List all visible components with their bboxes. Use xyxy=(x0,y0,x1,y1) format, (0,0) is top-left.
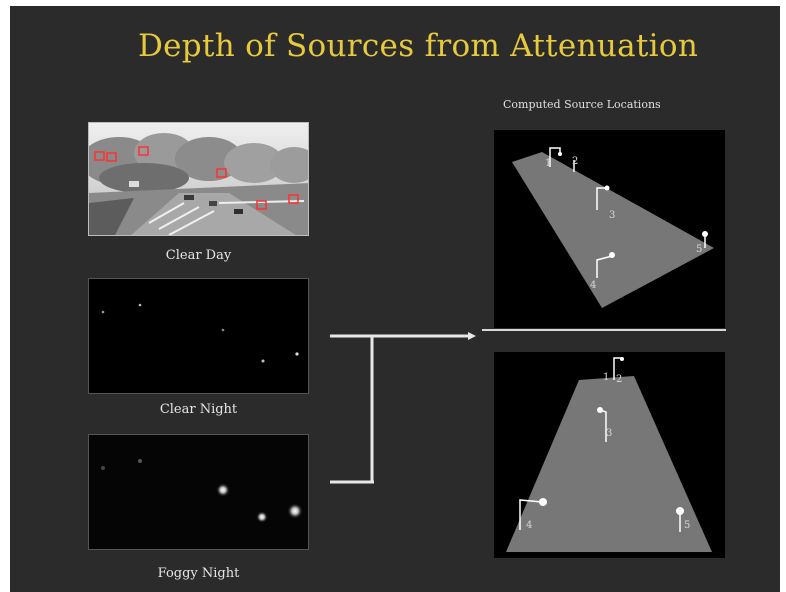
top-marker-1: 1 xyxy=(545,158,551,169)
clear-night-caption: Clear Night xyxy=(159,402,238,417)
bottom-marker-2: 2 xyxy=(616,374,622,385)
computed-top-view: 1 2 3 4 5 xyxy=(494,130,725,328)
bottom-marker-3: 3 xyxy=(606,428,612,439)
foggy-night-image xyxy=(88,434,309,550)
clear-night-image xyxy=(88,278,309,394)
top-marker-3: 3 xyxy=(609,210,615,221)
top-marker-5: 5 xyxy=(696,244,702,255)
computed-locations-label: Computed Source Locations xyxy=(503,98,661,111)
slide-title: Depth of Sources from Attenuation xyxy=(138,28,699,64)
foggy-night-caption: Foggy Night xyxy=(157,566,240,581)
divider-line xyxy=(482,329,726,331)
top-marker-2: 2 xyxy=(572,156,578,167)
computed-bottom-view: 1 2 3 4 5 xyxy=(494,352,725,558)
bottom-marker-5: 5 xyxy=(684,520,690,531)
bottom-marker-1: 1 xyxy=(603,372,609,383)
clear-day-image xyxy=(88,122,309,236)
clear-day-caption: Clear Day xyxy=(165,248,232,263)
top-marker-4: 4 xyxy=(590,280,596,291)
bottom-marker-4: 4 xyxy=(526,520,532,531)
